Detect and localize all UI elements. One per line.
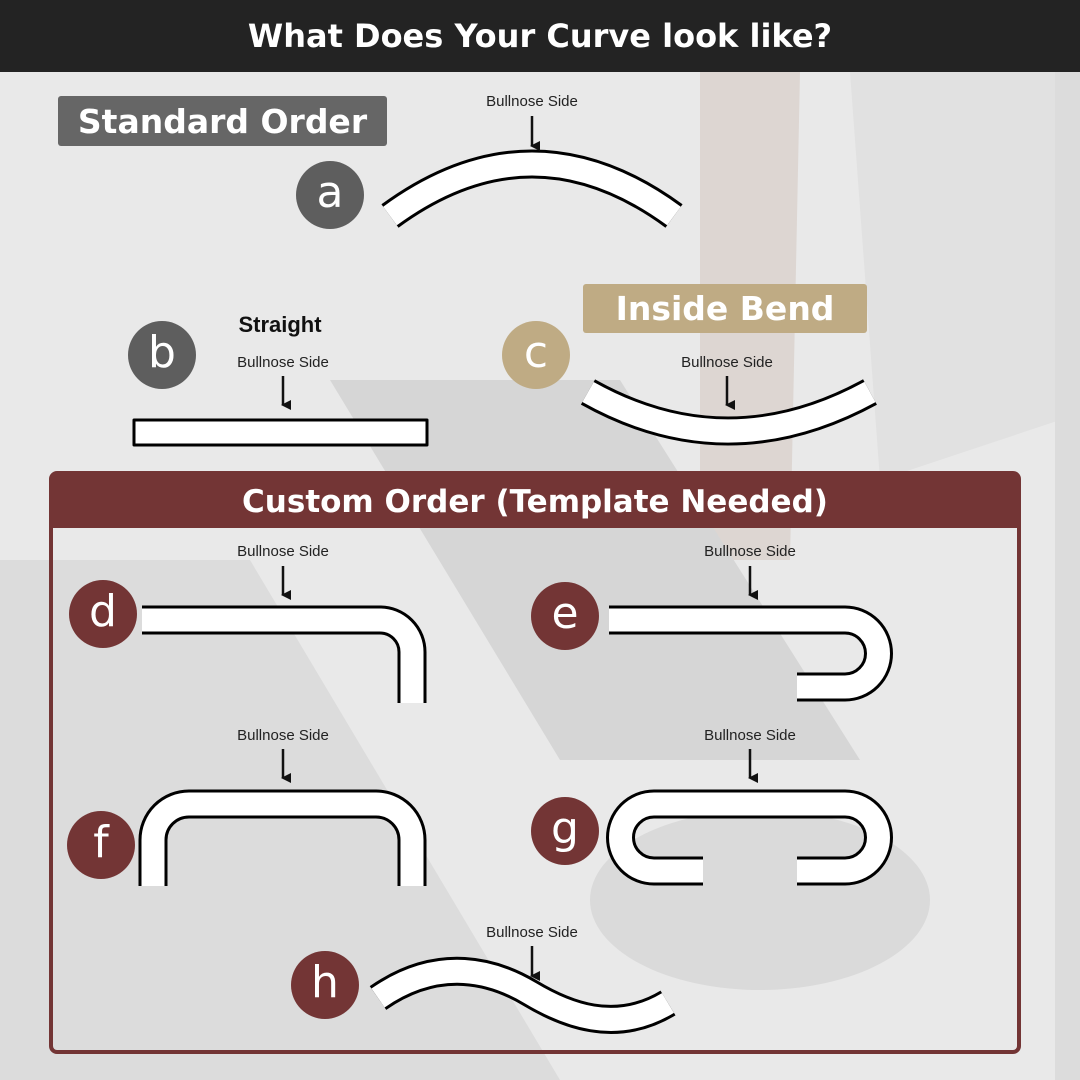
badge-f: f <box>67 811 135 879</box>
custom-order-panel: Custom Order (Template Needed) <box>49 471 1021 1054</box>
badge-g: g <box>531 797 599 865</box>
standard-order-label: Standard Order <box>58 96 387 146</box>
bullnose-label-d: Bullnose Side <box>237 543 329 560</box>
bullnose-label-b: Bullnose Side <box>237 354 329 371</box>
page-title: What Does Your Curve look like? <box>0 0 1080 72</box>
badge-c: c <box>502 321 570 389</box>
shape-h-s-curve <box>369 956 676 1034</box>
badge-b: b <box>128 321 196 389</box>
bullnose-label-e: Bullnose Side <box>704 543 796 560</box>
shape-g-double-hook <box>606 789 893 886</box>
shape-b-straight <box>132 418 429 447</box>
bullnose-label-c: Bullnose Side <box>681 354 773 371</box>
shape-d-l-shape <box>142 605 427 703</box>
bullnose-label-h: Bullnose Side <box>486 924 578 941</box>
badge-d: d <box>69 580 137 648</box>
straight-title: Straight <box>238 312 322 337</box>
bullnose-label-a: Bullnose Side <box>486 93 578 110</box>
shape-a-arc <box>381 149 683 228</box>
badge-a: a <box>296 161 364 229</box>
bullnose-label-f: Bullnose Side <box>237 727 329 744</box>
badge-e: e <box>531 582 599 650</box>
bullnose-label-g: Bullnose Side <box>704 727 796 744</box>
inside-bend-label: Inside Bend <box>583 284 867 333</box>
shape-c-inside-bend <box>580 379 877 446</box>
badge-h: h <box>291 951 359 1019</box>
shape-f-u-shape <box>138 789 427 886</box>
shape-e-j-hook <box>609 605 893 702</box>
custom-order-label: Custom Order (Template Needed) <box>53 475 1017 528</box>
